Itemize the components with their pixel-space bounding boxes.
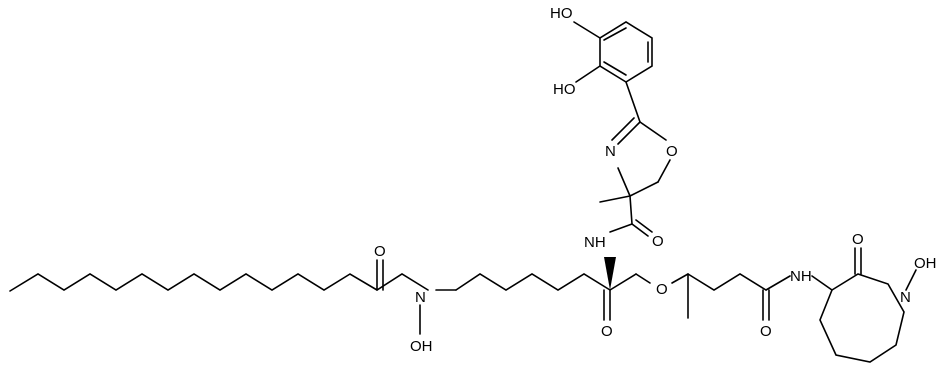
nh-amide-right-label: NH <box>790 268 812 285</box>
nh-amide-upper-label: NH <box>584 234 606 251</box>
o-ester-carbonyl-label: O <box>601 323 613 340</box>
ho-catechol-lower-label: HO <box>553 81 576 98</box>
o-amide-carbonyl-label: O <box>760 323 772 340</box>
o-carbonyl-upper-label: O <box>652 233 664 250</box>
n-oxazoline-label: N <box>605 143 616 160</box>
bond-lines <box>9 21 917 363</box>
ho-catechol-top-label: HO <box>550 5 573 22</box>
o-oxazoline-label: O <box>666 143 678 160</box>
n-hydroxamate-left-label: N <box>415 289 426 306</box>
atom-labels: HO HO N O NH O O N OH O O O NH O N OH <box>374 5 937 355</box>
oh-hydroxamate-left-label: OH <box>410 338 433 355</box>
o-lactam-label: O <box>852 231 864 248</box>
oh-lactam-label: OH <box>914 255 937 272</box>
o-ester-single-label: O <box>656 281 668 298</box>
n-lactam-label: N <box>900 289 911 306</box>
o-carbonyl-acyl-label: O <box>374 243 386 260</box>
